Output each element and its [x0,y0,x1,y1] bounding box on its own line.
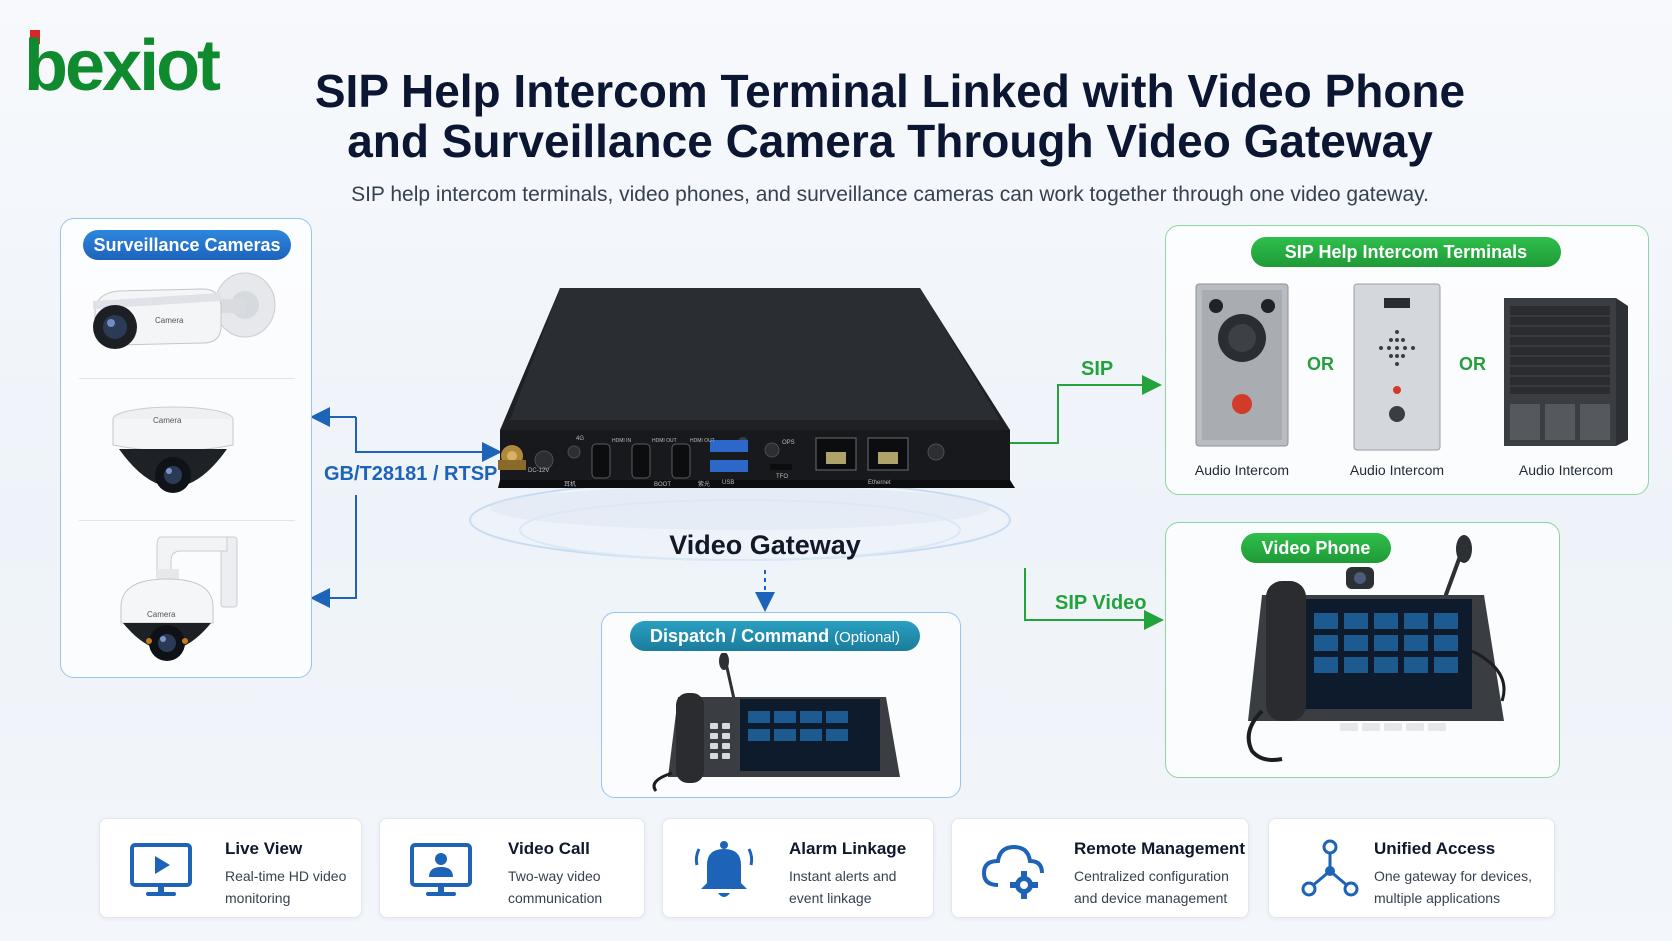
dispatch-panel: Dispatch / Command (Optional) [601,612,961,798]
feature-title: Remote Management [1074,839,1245,858]
video-phone-panel: Video Phone [1165,522,1560,778]
or-text-1: OR [1307,354,1334,374]
svg-text:4G: 4G [576,436,584,442]
svg-text:Ethernet: Ethernet [868,480,891,486]
cloud-gear-icon [981,844,1044,899]
ptz-camera-icon: Camera [120,536,238,661]
or-text-2: OR [1459,354,1486,374]
bullet-camera-icon: Camera [93,272,276,349]
network-icon [1301,839,1359,897]
bexiot-logo: bexiot [24,26,224,106]
feature-title: Live View [225,839,303,858]
video-phone-icon [1246,535,1506,762]
dispatch-title: Dispatch / Command (Optional) [630,621,920,651]
monitor-play-icon [130,843,192,896]
svg-text:紫光: 紫光 [698,480,710,488]
video-phone-title: Video Phone [1241,533,1391,563]
feature-title: Video Call [508,839,590,858]
video-gateway-label: Video Gateway [669,530,861,560]
svg-text:bexiot: bexiot [24,26,221,106]
video-gateway-device: DC-12V 4G HDMI IN HDMI OUT HDMI OUT USB … [469,288,1015,561]
feature-title: Alarm Linkage [789,839,907,858]
svg-text:Camera: Camera [147,610,176,619]
intercom-1-label: Audio Intercom [1194,462,1290,478]
audio-intercom-2-icon [1353,283,1441,451]
cameras-title: Surveillance Cameras [83,230,291,260]
svg-text:OPS: OPS [782,440,795,446]
bell-icon [694,841,754,897]
feature-title: Unified Access [1374,839,1496,858]
video-call-icon [410,843,472,896]
audio-intercom-3-icon [1504,298,1628,446]
intercom-2-label: Audio Intercom [1349,462,1445,478]
camera-protocol-label: GB/T28181 / RTSP [324,463,498,485]
page-title: SIP Help Intercom Terminal Linked with V… [314,65,1466,167]
intercoms-title: SIP Help Intercom Terminals [1251,237,1561,267]
svg-text:TFO: TFO [776,474,788,480]
svg-text:Camera: Camera [155,316,184,325]
sip-video-label: SIP Video [1055,592,1147,614]
svg-text:Camera: Camera [153,416,182,425]
svg-text:HDMI IN: HDMI IN [612,438,632,444]
cameras-panel: Surveillance Cameras Camera Camera [60,218,312,678]
dispatch-console-icon [652,653,900,792]
svg-text:DC-12V: DC-12V [528,468,549,474]
feature-card-remote-management: Remote Management Centralized configurat… [951,818,1249,918]
feature-card-unified-access: Unified Access One gateway for devices,m… [1268,818,1555,918]
sip-label: SIP [1081,358,1114,380]
svg-text:USB: USB [722,480,734,486]
svg-text:耳机: 耳机 [564,480,576,488]
svg-text:HDMI OUT: HDMI OUT [652,438,677,444]
svg-text:BOOT: BOOT [654,482,671,488]
feature-desc: One gateway for devices,multiple applica… [1374,868,1532,906]
svg-text:HDMI OUT: HDMI OUT [690,438,715,444]
audio-intercom-1-icon [1195,283,1289,447]
intercom-3-label: Audio Intercom [1518,462,1614,478]
dome-camera-icon: Camera [112,406,234,493]
page-subtitle: SIP help intercom terminals, video phone… [351,183,1429,206]
intercoms-panel: SIP Help Intercom Terminals Audio Interc… [1165,225,1649,495]
